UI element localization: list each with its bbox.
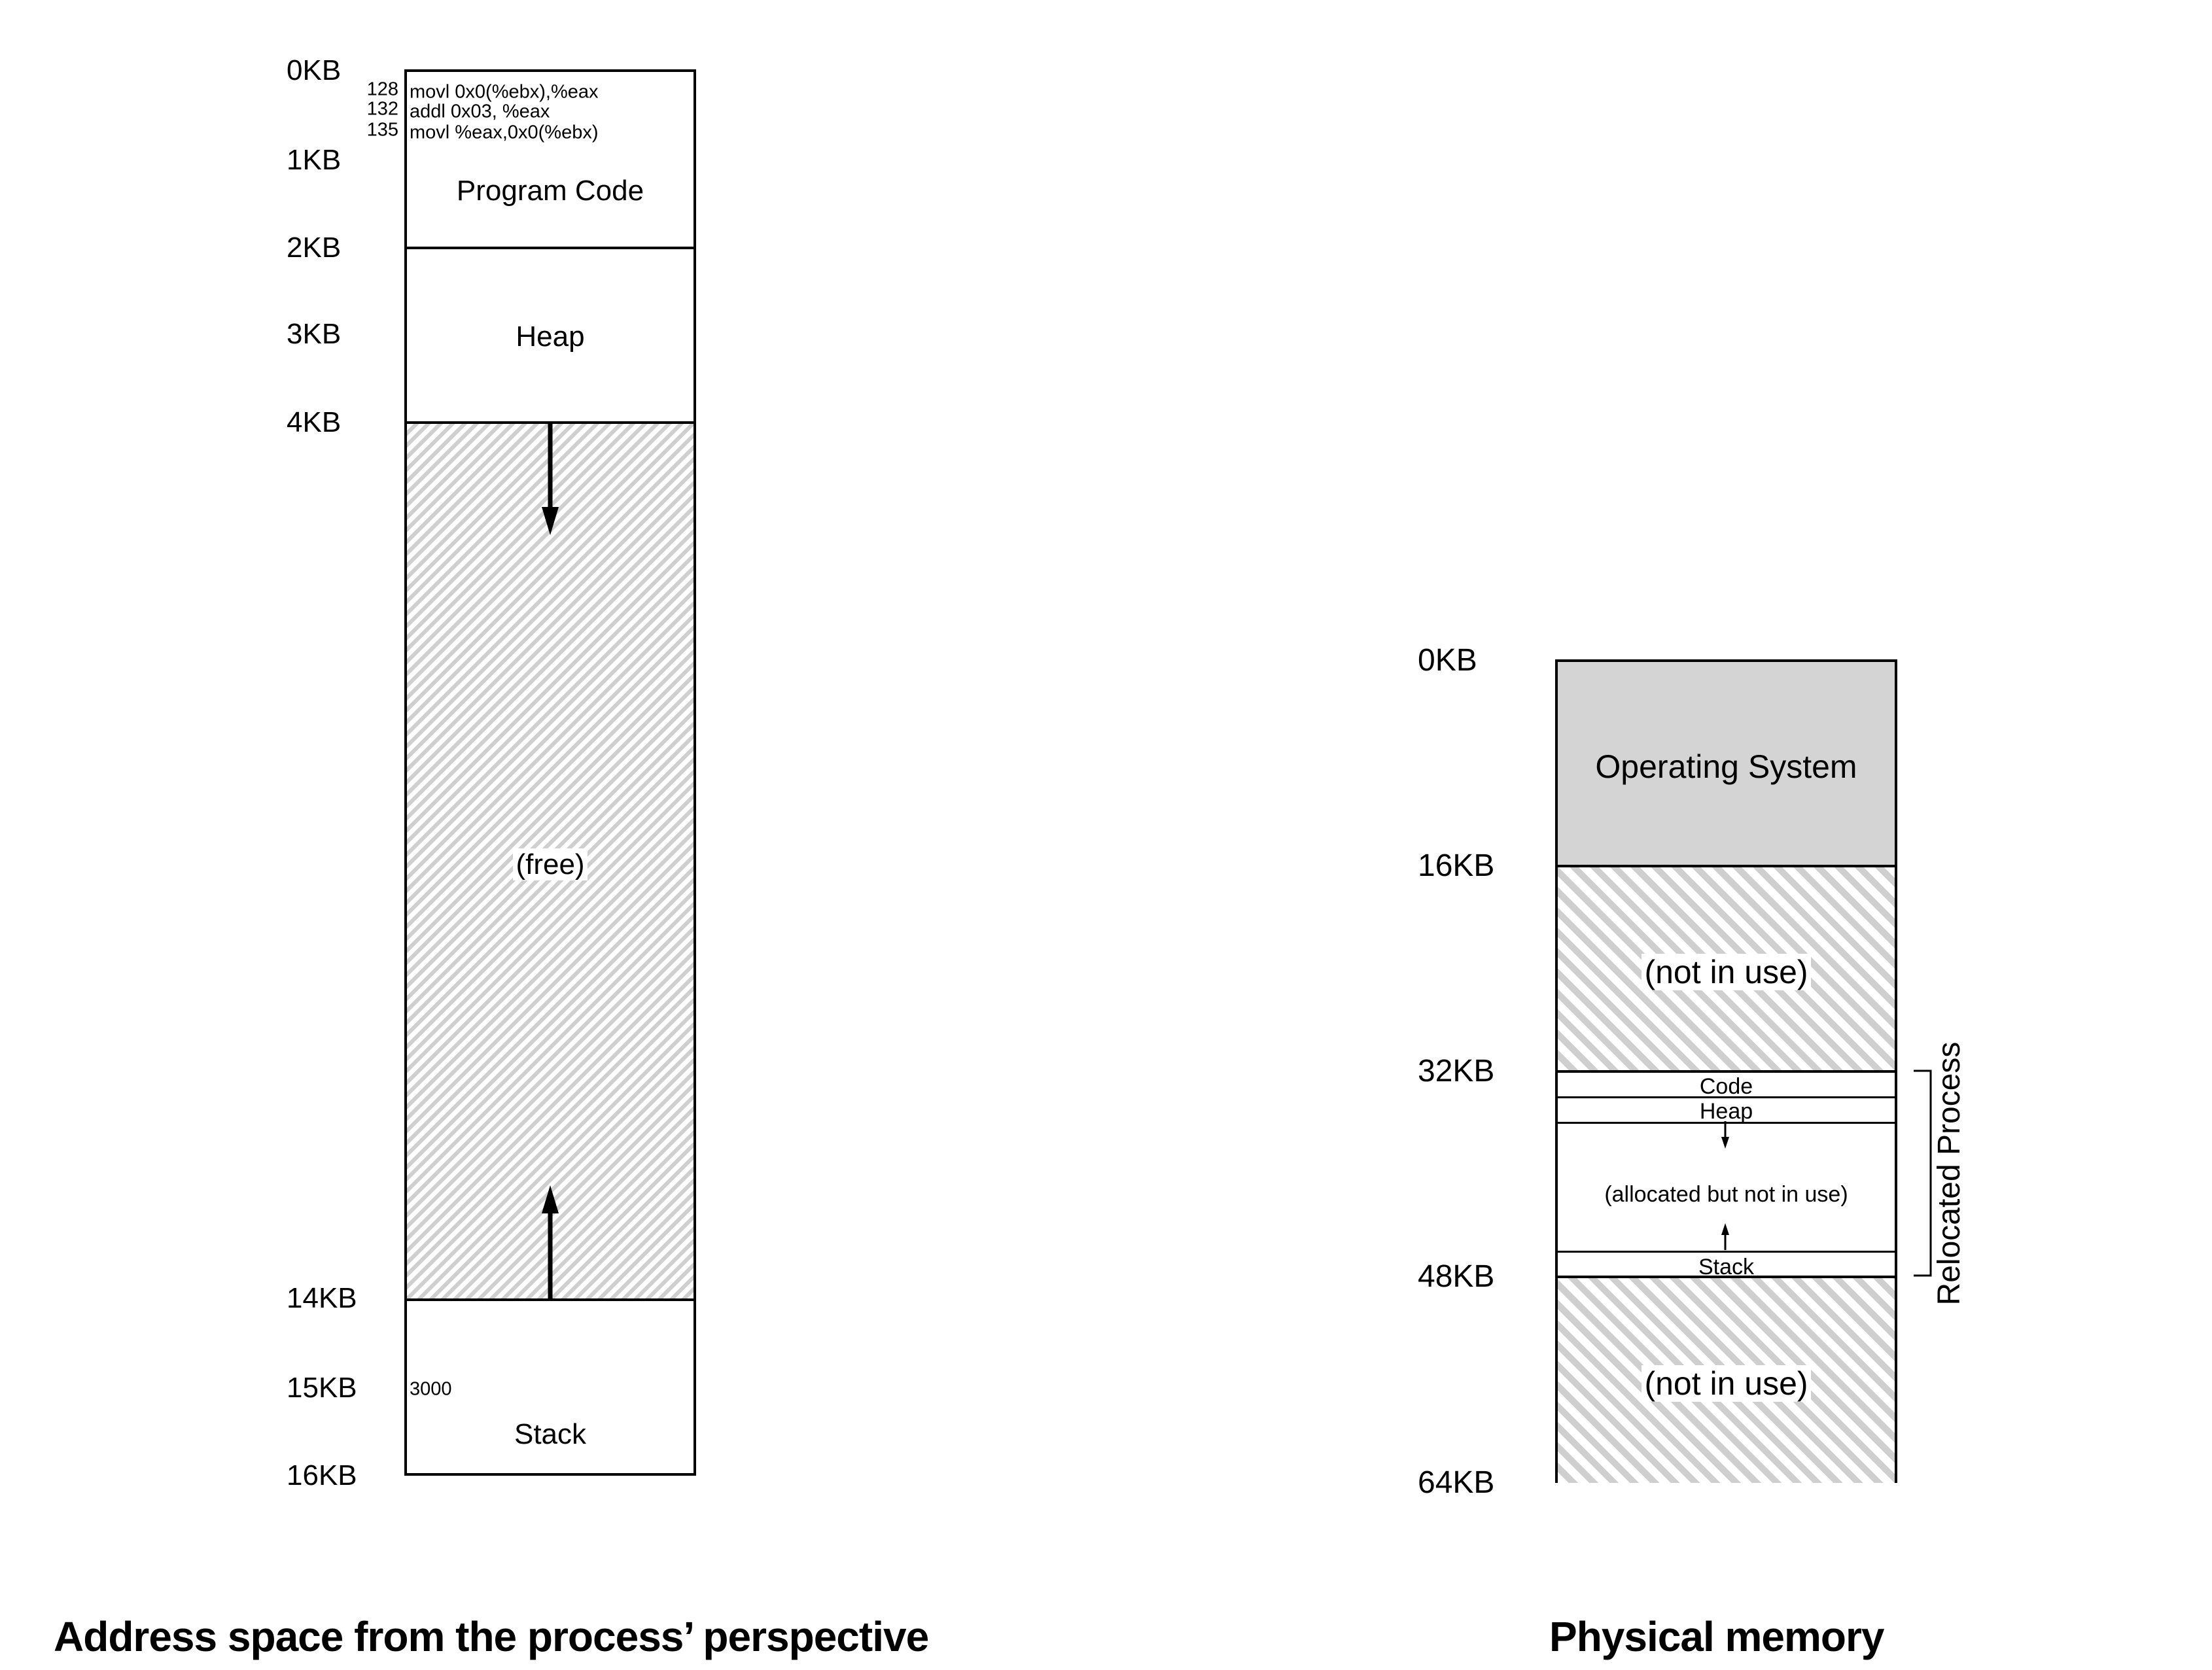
stack-label: Stack <box>514 1418 587 1450</box>
code-address: 128 <box>366 78 398 100</box>
code-address: 135 <box>366 119 398 141</box>
code-instruction: addl 0x03, %eax <box>410 101 550 122</box>
code-label: Code <box>1699 1074 1753 1099</box>
heap-growth-arrow-icon <box>542 421 559 535</box>
not-in-use-label: (not in use) <box>1641 954 1811 990</box>
axis-label: 2KB <box>287 232 342 264</box>
physical-heap-arrow-icon <box>1721 1121 1729 1149</box>
axis-label: 16KB <box>287 1459 357 1491</box>
axis-label: 16KB <box>1418 848 1495 883</box>
not-in-use-segment: (not in use) <box>1558 867 1895 1073</box>
code-instruction: movl 0x0(%ebx),%eax <box>410 81 599 103</box>
free-segment: (free) <box>407 424 693 1301</box>
axis-label: 32KB <box>1418 1054 1495 1088</box>
physical-memory-caption: Physical memory <box>1549 1613 1884 1660</box>
heap-label: Heap <box>516 321 585 353</box>
axis-label: 4KB <box>287 406 342 438</box>
program-code-label: Program Code <box>456 175 644 207</box>
allocated-segment: (allocated but not in use) <box>1558 1124 1895 1253</box>
axis-label: 64KB <box>1418 1465 1495 1500</box>
stack-segment: Stack <box>1558 1253 1895 1278</box>
stack-label: Stack <box>1698 1255 1755 1279</box>
axis-label: 3KB <box>287 318 342 350</box>
heap-segment: Heap <box>1558 1098 1895 1124</box>
code-segment: Code <box>1558 1073 1895 1098</box>
allocated-label: (allocated but not in use) <box>1604 1182 1848 1207</box>
code-instruction: movl %eax,0x0(%ebx) <box>410 122 599 143</box>
stack-segment: 3000 Stack <box>407 1301 693 1476</box>
relocated-process-label: Relocated Process <box>1932 1041 1967 1306</box>
axis-label: 15KB <box>287 1372 357 1404</box>
axis-label: 1KB <box>287 144 342 176</box>
not-in-use-label: (not in use) <box>1641 1365 1811 1402</box>
free-label: (free) <box>513 848 588 880</box>
stack-value: 3000 <box>410 1378 452 1400</box>
physical-stack-arrow-icon <box>1721 1223 1729 1250</box>
physical-memory-box: Operating System (not in use) Code Heap … <box>1555 659 1897 1483</box>
axis-label: 14KB <box>287 1282 357 1314</box>
axis-label: 0KB <box>1418 643 1477 678</box>
os-label: Operating System <box>1595 748 1857 785</box>
program-code-segment: movl 0x0(%ebx),%eax addl 0x03, %eax movl… <box>407 72 693 249</box>
heap-label: Heap <box>1699 1099 1753 1124</box>
stack-growth-arrow-icon <box>542 1185 559 1298</box>
address-space-caption: Address space from the process’ perspect… <box>54 1613 929 1660</box>
axis-label: 0KB <box>287 54 342 86</box>
os-segment: Operating System <box>1558 662 1895 867</box>
relocated-process-bracket <box>1914 1070 1932 1277</box>
axis-label: 48KB <box>1418 1259 1495 1294</box>
not-in-use-segment: (not in use) <box>1558 1278 1895 1483</box>
code-address: 132 <box>366 98 398 120</box>
